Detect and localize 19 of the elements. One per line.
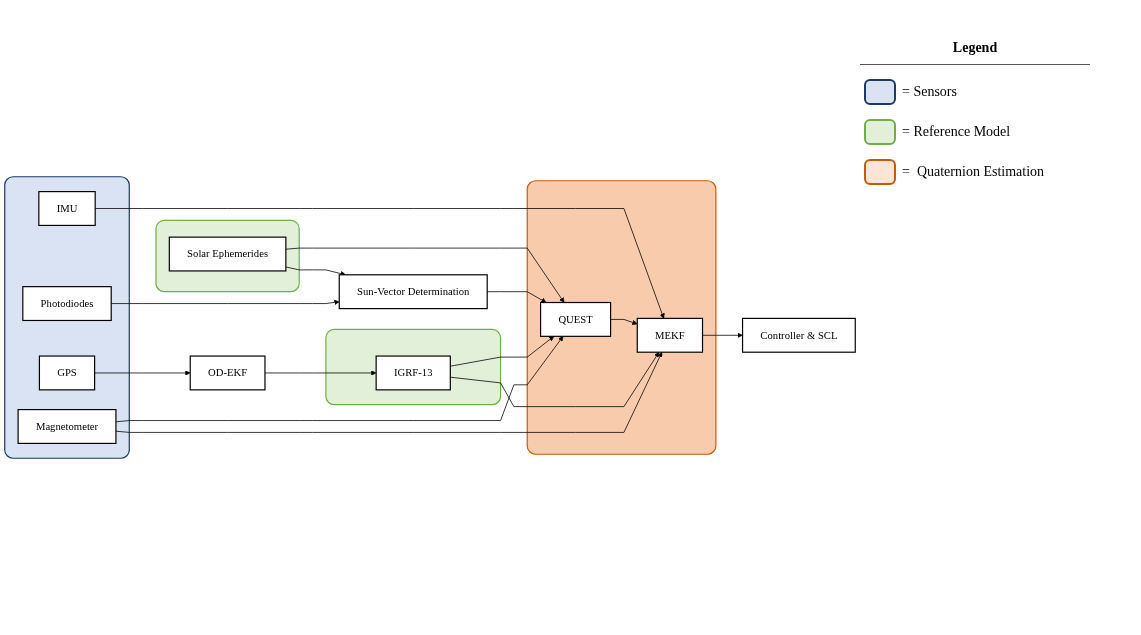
node-box: GPS — [38, 355, 96, 391]
cluster — [526, 180, 717, 455]
node-box: Photodiodes — [22, 286, 112, 322]
legend-text: = Sensors — [902, 84, 957, 100]
cluster — [155, 219, 300, 293]
cluster — [325, 328, 502, 406]
cluster — [4, 176, 130, 459]
node-box: IGRF-13 — [375, 355, 451, 391]
node-box: Sun-Vector Determination — [338, 274, 488, 310]
legend-title: Legend — [860, 40, 1090, 65]
legend-text: = Reference Model — [902, 124, 1011, 140]
node-box: OD-EKF — [189, 355, 266, 391]
node-box: Solar Ephemerides — [168, 236, 287, 272]
legend-text: = Quaternion Estimation — [902, 164, 1045, 180]
node-box: Magnetometer — [17, 409, 117, 444]
node-box: IMU — [38, 191, 96, 226]
node-box: MEKF — [636, 317, 704, 353]
node-box: Controller & SCL — [741, 317, 856, 353]
node-box: QUEST — [540, 301, 612, 337]
